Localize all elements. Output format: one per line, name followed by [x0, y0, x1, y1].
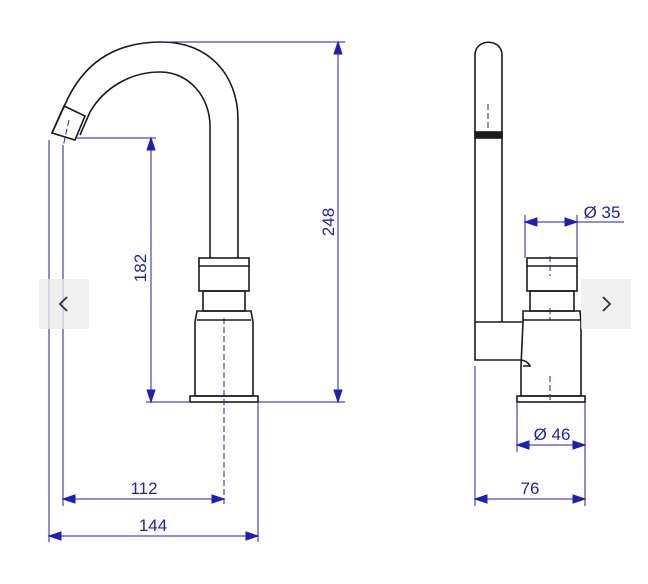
dim-handle-diameter: Ø 35 — [584, 203, 621, 222]
nozzle-tip — [50, 104, 87, 141]
chevron-right-icon — [602, 296, 612, 312]
side-centerlines — [487, 104, 551, 400]
side-view — [474, 41, 586, 403]
spout-inner-outline — [79, 71, 211, 258]
dim-overall-width: 144 — [139, 516, 167, 535]
dim-height-total: 248 — [319, 208, 338, 236]
side-body — [520, 310, 582, 397]
chevron-left-icon — [58, 296, 68, 312]
side-dimensions — [473, 215, 624, 506]
front-view — [50, 41, 259, 403]
side-spout-tube — [474, 41, 503, 322]
front-dimensions — [47, 40, 345, 542]
dim-base-diameter: Ø 46 — [534, 425, 571, 444]
side-neck — [529, 290, 575, 312]
dim-side-depth: 76 — [521, 479, 540, 498]
dim-spout-reach: 112 — [130, 479, 157, 498]
side-connector — [474, 322, 532, 367]
side-base — [516, 395, 586, 403]
next-button[interactable] — [581, 279, 631, 329]
front-handle — [198, 257, 250, 292]
side-handle — [526, 257, 578, 292]
dim-spout-height: 182 — [131, 254, 150, 282]
side-nozzle-band — [474, 131, 503, 139]
front-neck — [202, 290, 246, 312]
front-centerlines — [62, 119, 225, 506]
prev-button[interactable] — [39, 279, 89, 329]
